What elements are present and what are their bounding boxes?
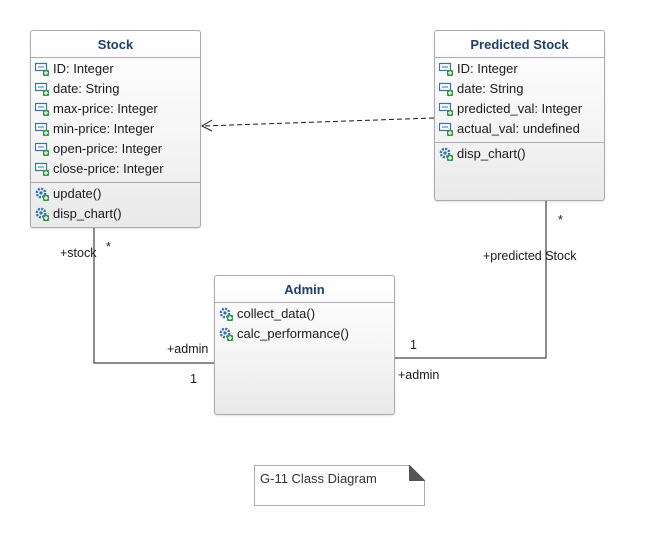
admin-role-label-left: +admin: [167, 342, 209, 356]
admin-role-label-right: +admin: [398, 368, 440, 382]
operation-icon: [219, 307, 234, 321]
attribute-text: open-price: Integer: [53, 141, 163, 156]
class-title: Stock: [31, 31, 200, 58]
operation-icon: [439, 147, 454, 161]
class-title: Predicted Stock: [435, 31, 604, 58]
operations-section: update() disp_chart(): [31, 183, 200, 227]
operation-row[interactable]: disp_chart(): [31, 204, 200, 224]
attribute-icon: [34, 122, 50, 136]
predicted-multiplicity-label: *: [558, 213, 563, 227]
attribute-icon: [34, 62, 50, 76]
attribute-text: date: String: [457, 81, 524, 96]
attributes-section: ID: Integer date: String predicted_val: In…: [435, 58, 604, 143]
attribute-text: max-price: Integer: [53, 101, 158, 116]
operation-text: update(): [53, 186, 102, 201]
attribute-text: min-price: Integer: [53, 121, 155, 136]
stock-multiplicity-label: *: [106, 240, 111, 254]
attribute-row[interactable]: close-price: Integer: [31, 159, 200, 179]
operation-text: disp_chart(): [53, 206, 122, 221]
operation-row[interactable]: collect_data(): [215, 304, 394, 324]
operation-row[interactable]: disp_chart(): [435, 144, 604, 164]
attribute-row[interactable]: min-price: Integer: [31, 119, 200, 139]
admin-multiplicity-label-right: 1: [410, 338, 417, 352]
operations-section: collect_data() calc_performance(): [215, 303, 394, 347]
operation-icon: [35, 207, 50, 221]
attribute-row[interactable]: date: String: [31, 79, 200, 99]
class-stock[interactable]: Stock ID: Integer date: String max-price: …: [30, 30, 201, 228]
diagram-note[interactable]: G-11 Class Diagram: [254, 465, 425, 506]
attribute-row[interactable]: ID: Integer: [31, 59, 200, 79]
operation-row[interactable]: update(): [31, 184, 200, 204]
operation-text: disp_chart(): [457, 146, 526, 161]
operation-row[interactable]: calc_performance(): [215, 324, 394, 344]
class-predicted-stock[interactable]: Predicted Stock ID: Integer date: String p…: [434, 30, 605, 201]
operations-section: disp_chart(): [435, 143, 604, 167]
attribute-text: close-price: Integer: [53, 161, 164, 176]
attribute-icon: [34, 162, 50, 176]
dependency-line: [202, 117, 435, 127]
attribute-icon: [34, 102, 50, 116]
attribute-icon: [34, 142, 50, 156]
attribute-text: ID: Integer: [457, 61, 518, 76]
admin-multiplicity-label-left: 1: [190, 372, 197, 386]
attribute-row[interactable]: date: String: [435, 79, 604, 99]
attribute-icon: [438, 82, 454, 96]
association-line-stock-admin: [93, 227, 214, 364]
attribute-text: date: String: [53, 81, 120, 96]
dependency-arrowhead: [200, 119, 213, 132]
class-title: Admin: [215, 276, 394, 303]
attribute-icon: [438, 62, 454, 76]
class-admin[interactable]: Admin collect_data() calc_performance(): [214, 275, 395, 415]
attribute-row[interactable]: actual_val: undefined: [435, 119, 604, 139]
attribute-row[interactable]: open-price: Integer: [31, 139, 200, 159]
attribute-text: actual_val: undefined: [457, 121, 580, 136]
operation-text: collect_data(): [237, 306, 316, 321]
stock-role-label: +stock: [60, 246, 97, 260]
attribute-icon: [438, 102, 454, 116]
attribute-icon: [34, 82, 50, 96]
attribute-row[interactable]: ID: Integer: [435, 59, 604, 79]
attribute-text: predicted_val: Integer: [457, 101, 583, 116]
attribute-text: ID: Integer: [53, 61, 114, 76]
attribute-icon: [438, 122, 454, 136]
operation-icon: [35, 187, 50, 201]
predicted-role-label: +predicted Stock: [483, 249, 577, 263]
attributes-section: ID: Integer date: String max-price: Intege…: [31, 58, 200, 183]
attribute-row[interactable]: max-price: Integer: [31, 99, 200, 119]
note-text: G-11 Class Diagram: [260, 471, 377, 486]
operation-icon: [219, 327, 234, 341]
note-shape: [254, 465, 425, 506]
association-line-predicted-admin: [395, 201, 547, 359]
operation-text: calc_performance(): [237, 326, 349, 341]
attribute-row[interactable]: predicted_val: Integer: [435, 99, 604, 119]
